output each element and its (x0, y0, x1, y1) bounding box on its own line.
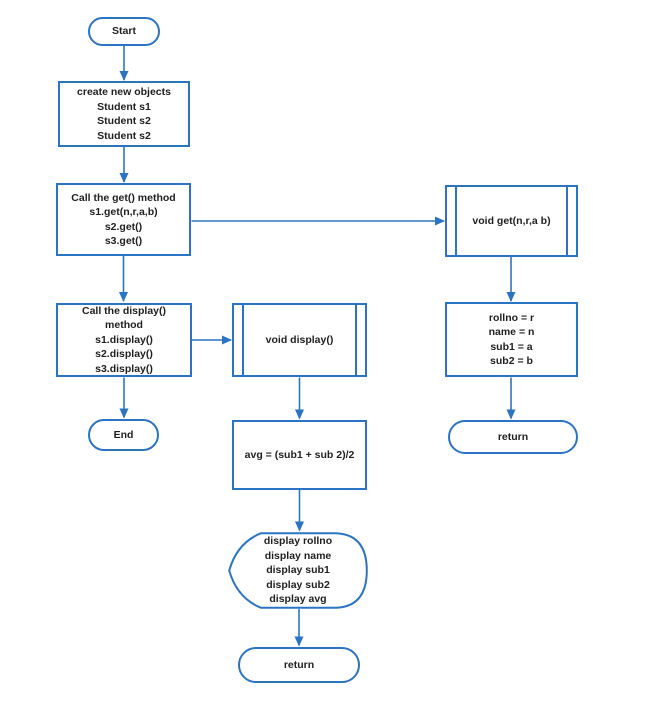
display-shape-outline (228, 532, 368, 609)
node-void-get: void get(n,r,a b) (445, 185, 578, 257)
node-start-label: Start (112, 25, 136, 38)
node-return-get: return (448, 420, 578, 454)
node-call-get-line-1: Call the get() method (71, 191, 176, 204)
node-create-objects: create new objects Student s1 Student s2… (58, 81, 190, 147)
node-create-objects-line-2: Student s1 (97, 100, 151, 113)
node-display-results-line-4: display sub2 (266, 578, 330, 591)
node-display-results-line-5: display avg (269, 593, 327, 606)
node-return-display-label: return (283, 658, 315, 671)
predefined-double-bar-right (566, 187, 568, 255)
node-compute-avg-line-1: avg = (sub1 + sub 2)/2 (244, 448, 355, 461)
node-return-display: return (238, 647, 360, 683)
node-create-objects-line-4: Student s2 (97, 129, 151, 142)
node-start: Start (88, 17, 160, 46)
node-compute-avg: avg = (sub1 + sub 2)/2 (232, 420, 367, 490)
node-call-display-line-2: method (105, 319, 143, 332)
node-call-get-line-2: s1.get(n,r,a,b) (89, 206, 158, 218)
predefined-double-bar-left (455, 187, 457, 255)
predefined-double-bar-left (242, 305, 244, 375)
node-call-get: Call the get() method s1.get(n,r,a,b) s2… (56, 183, 191, 256)
display-results-text: display rollno display name display sub1… (264, 534, 332, 607)
node-assign-values-line-2: name = n (488, 326, 535, 338)
node-call-display-line-5: s3.display() (95, 362, 153, 375)
node-create-objects-line-3: Student s2 (97, 115, 151, 127)
node-assign-values-line-4: sub2 = b (490, 355, 533, 367)
node-void-get-label: void get(n,r,a b) (472, 214, 551, 227)
node-call-get-line-4: s3.get() (104, 235, 143, 247)
node-display-results: display rollno display name display sub1… (228, 532, 368, 609)
predefined-double-bar-right (355, 305, 357, 375)
node-call-display-line-1: Call the display() (81, 304, 166, 317)
node-display-results-line-1: display rollno (263, 535, 333, 548)
node-call-display-line-4: s2.display() (95, 348, 153, 361)
node-display-results-line-3: display sub1 (266, 564, 330, 577)
node-return-get-label: return (497, 430, 529, 443)
node-call-display: Call the display() method s1.display() s… (56, 303, 192, 377)
node-assign-values-line-1: rollno = r (488, 311, 535, 324)
node-assign-values: rollno = r name = n sub1 = a sub2 = b (445, 302, 578, 377)
node-call-get-line-3: s2.get() (104, 220, 143, 233)
node-void-display-label: void display() (265, 333, 334, 346)
node-create-objects-line-1: create new objects (77, 86, 171, 98)
node-assign-values-line-3: sub1 = a (490, 340, 533, 353)
node-display-results-line-2: display name (264, 549, 332, 562)
node-end: End (88, 419, 159, 451)
node-end-label: End (113, 428, 134, 441)
node-call-display-line-3: s1.display() (95, 333, 153, 346)
node-void-display: void display() (232, 303, 367, 377)
